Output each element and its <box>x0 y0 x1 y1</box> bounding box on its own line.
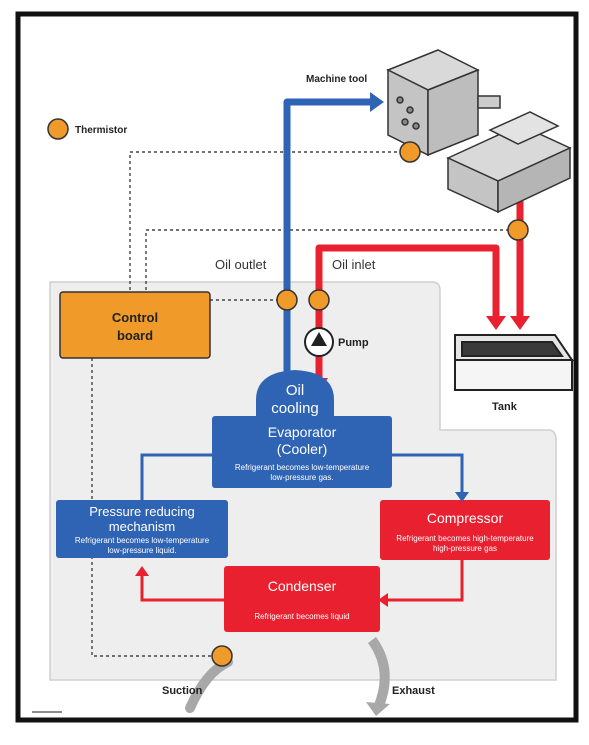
control-board-line1: Control <box>112 310 158 325</box>
oil-inlet-arrow-to-tank <box>486 316 506 330</box>
machine-tool-illustration <box>386 49 572 214</box>
machine-tool-label: Machine tool <box>306 74 367 85</box>
pressure-reducing-desc-line1: Refrigerant becomes low-temperature <box>75 536 210 545</box>
compressor-title: Compressor <box>427 510 504 526</box>
thermistor-return-icon <box>507 219 529 241</box>
oil-cooling-dome <box>256 370 334 425</box>
oil-outlet-arrow <box>370 92 384 112</box>
compressor-box <box>380 500 550 560</box>
outer-frame <box>15 11 579 723</box>
exhaust-arrow-head <box>366 702 390 716</box>
thermistor-suction-icon <box>211 645 233 667</box>
pump-direction-icon <box>311 332 327 346</box>
oil-inlet-pipe <box>315 244 500 380</box>
refrigerant-blue-left <box>140 453 212 500</box>
oil-cooling-line1: Oil <box>286 382 304 399</box>
evaporator-title-line2: (Cooler) <box>277 441 328 457</box>
thermistor-outlet-icon <box>276 289 298 311</box>
pressure-reducing-title-line2: mechanism <box>109 519 175 534</box>
suction-label: Suction <box>162 685 203 697</box>
oil-inlet-label: Oil inlet <box>332 257 376 272</box>
pump-label: Pump <box>338 337 369 349</box>
tank-illustration <box>454 334 574 391</box>
exhaust-label: Exhaust <box>392 685 435 697</box>
thermistor-inlet-icon <box>308 289 330 311</box>
pressure-reducing-box <box>56 500 228 558</box>
condenser-desc: Refrigerant becomes liquid <box>254 612 349 621</box>
refrigerant-blue-right <box>392 453 464 494</box>
exhaust-arrow <box>367 637 390 710</box>
evaporator-desc-line2: low-pressure gas. <box>270 473 333 482</box>
compressor-desc-line2: high-pressure gas <box>433 544 497 553</box>
oil-cooling-line2: cooling <box>271 400 319 417</box>
refrigerant-red-arrow-left <box>135 566 149 576</box>
thermistor-legend-icon <box>47 118 69 140</box>
evaporator-desc-line1: Refrigerant becomes low-temperature <box>235 463 370 472</box>
refrigerant-red-right <box>386 560 464 602</box>
oil-outlet-pipe <box>283 98 372 378</box>
condenser-title: Condenser <box>268 578 337 594</box>
control-board-line2: board <box>117 328 153 343</box>
refrigerant-red-left <box>140 574 224 602</box>
thermistors <box>47 118 529 667</box>
refrigerant-red-arrow-right <box>378 593 388 607</box>
oil-outlet-label: Oil outlet <box>215 257 267 272</box>
pressure-reducing-title-line1: Pressure reducing <box>89 504 195 519</box>
thermistor-wiring <box>91 151 508 657</box>
pressure-reducing-desc-line2: low-pressure liquid. <box>108 546 177 555</box>
refrigerant-blue-arrow <box>455 492 469 502</box>
evaporator-box <box>212 416 392 488</box>
compressor-desc-line1: Refrigerant becomes high-temperature <box>396 534 534 543</box>
thermistor-legend-label: Thermistor <box>75 125 127 136</box>
condenser-box <box>224 566 380 632</box>
thermistor-machine-icon <box>399 141 421 163</box>
control-board-box <box>59 291 211 359</box>
return-arrow <box>510 316 530 330</box>
tank-label: Tank <box>492 401 518 413</box>
evaporator-title-line1: Evaporator <box>268 424 337 440</box>
